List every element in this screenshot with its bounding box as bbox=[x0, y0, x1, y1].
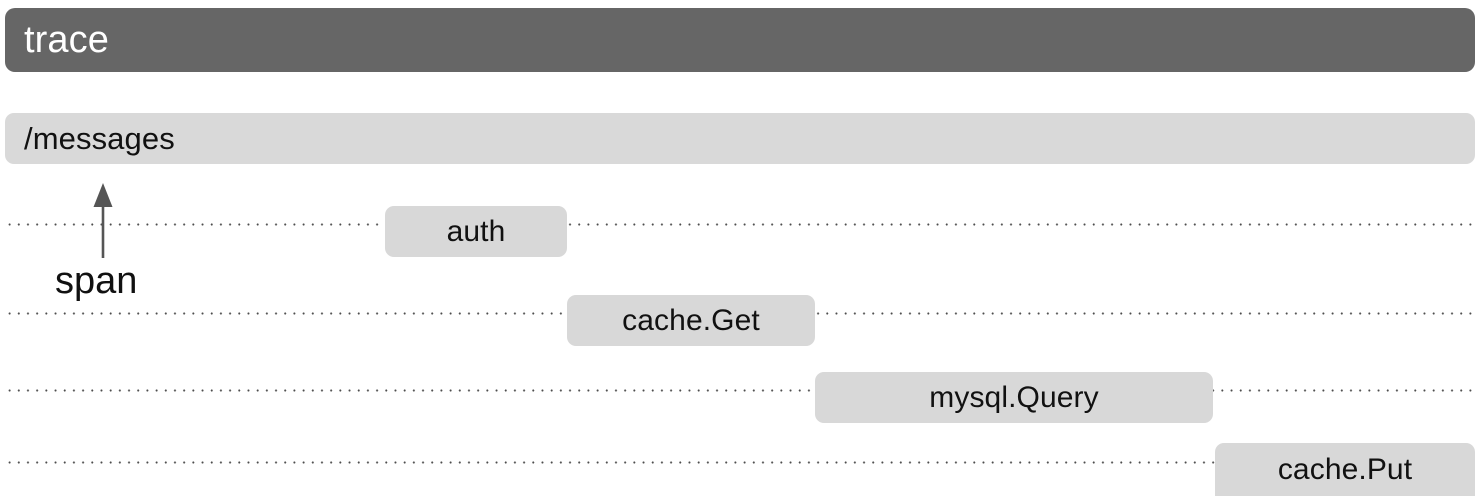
span-bar-auth[interactable]: auth bbox=[385, 206, 567, 257]
span-bar-cache-get[interactable]: cache.Get bbox=[567, 295, 815, 346]
span-annotation-label: span bbox=[55, 260, 138, 302]
trace-bar-label: trace bbox=[24, 19, 109, 61]
root-span-bar[interactable]: /messages bbox=[5, 113, 1475, 164]
timeline-rule-1 bbox=[5, 223, 1475, 226]
span-bar-cache-put[interactable]: cache.Put bbox=[1215, 443, 1475, 496]
span-annotation-up-arrow-icon bbox=[84, 180, 122, 264]
root-span-label: /messages bbox=[24, 121, 175, 156]
span-bar-mysql-query-label: mysql.Query bbox=[929, 380, 1099, 414]
span-bar-mysql-query[interactable]: mysql.Query bbox=[815, 372, 1213, 423]
span-bar-cache-get-label: cache.Get bbox=[622, 303, 760, 337]
timeline-rule-4 bbox=[5, 461, 1475, 464]
timeline-rule-3 bbox=[5, 389, 1475, 392]
trace-bar[interactable]: trace bbox=[5, 8, 1475, 72]
span-bar-cache-put-label: cache.Put bbox=[1277, 452, 1413, 486]
span-bar-auth-label: auth bbox=[446, 214, 506, 248]
